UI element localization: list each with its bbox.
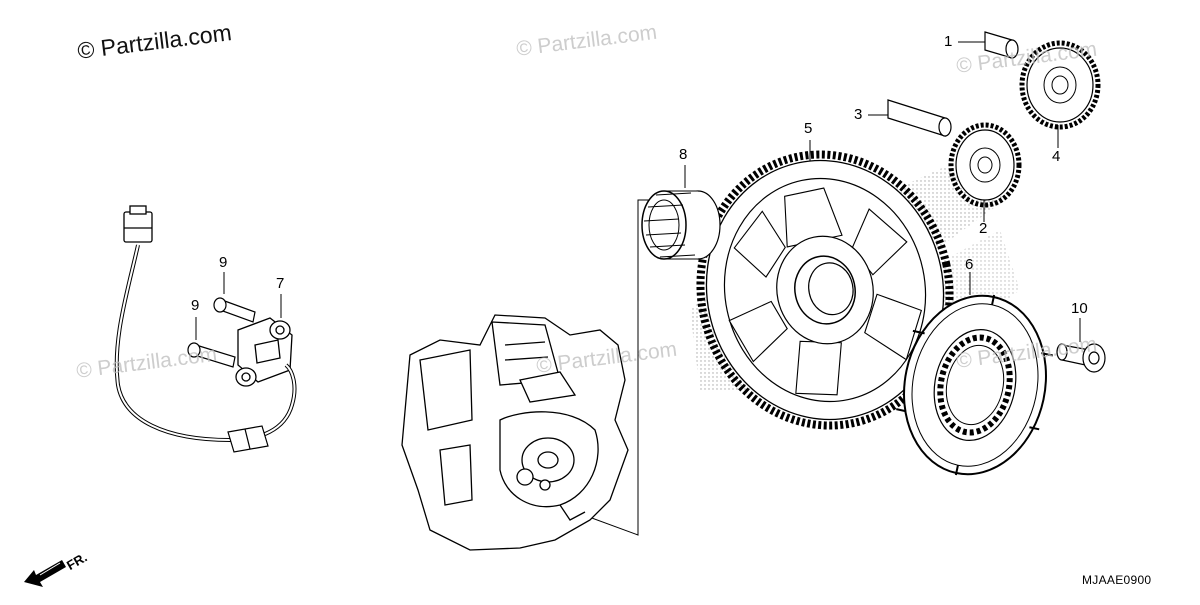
callout-number: 1 bbox=[944, 33, 953, 50]
part-9-bolt bbox=[187, 342, 236, 368]
part-10-bolt bbox=[1056, 343, 1106, 373]
part-7-sensor bbox=[235, 317, 293, 387]
callout-number: 9 bbox=[219, 254, 228, 271]
callout-number: 5 bbox=[804, 120, 813, 137]
callout-number: 2 bbox=[979, 220, 988, 237]
callout-number: 3 bbox=[854, 106, 863, 123]
part-2-gear bbox=[948, 122, 1022, 208]
part-6-one-way-clutch bbox=[896, 294, 1054, 476]
harness-connector bbox=[123, 205, 153, 243]
part-5-large-gear bbox=[696, 150, 954, 430]
part-4-gear bbox=[1019, 40, 1101, 130]
callout-number: 6 bbox=[965, 256, 974, 273]
wire-harness bbox=[114, 244, 297, 443]
engine-block bbox=[401, 314, 629, 551]
callout-number: 8 bbox=[679, 146, 688, 163]
part-3-pin bbox=[887, 99, 952, 137]
front-direction-arrow bbox=[24, 560, 66, 587]
callout-number: 4 bbox=[1052, 148, 1061, 165]
diagram-code: MJAAE0900 bbox=[1082, 573, 1152, 587]
part-9-bolt bbox=[213, 297, 256, 323]
callout-number: 9 bbox=[191, 297, 200, 314]
part-1-pin bbox=[984, 31, 1019, 59]
part-8-needle-bearing bbox=[641, 190, 721, 260]
bracket-line bbox=[569, 199, 655, 536]
harness-coupler bbox=[227, 425, 269, 453]
callout-number: 7 bbox=[276, 275, 285, 292]
callout-number: 10 bbox=[1071, 300, 1088, 317]
